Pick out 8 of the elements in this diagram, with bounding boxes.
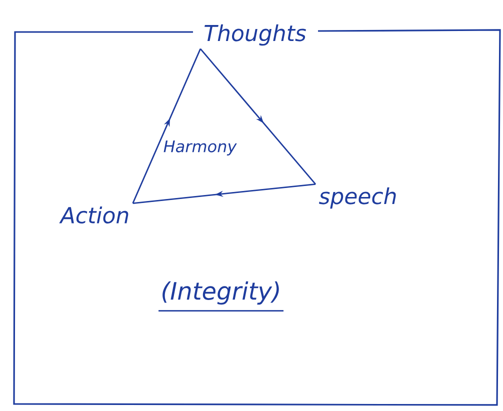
vertex-label: speech [318,187,396,209]
center-label: Harmony [164,140,237,156]
triangle-side-arrow [200,48,316,185]
vertex-label: Thoughts [204,24,306,46]
underlined-label: (Integrity) [158,281,284,312]
vertex-label: Action [59,206,128,224]
triangle-side-arrow [132,183,316,204]
triangle-side-arrow [132,48,202,204]
